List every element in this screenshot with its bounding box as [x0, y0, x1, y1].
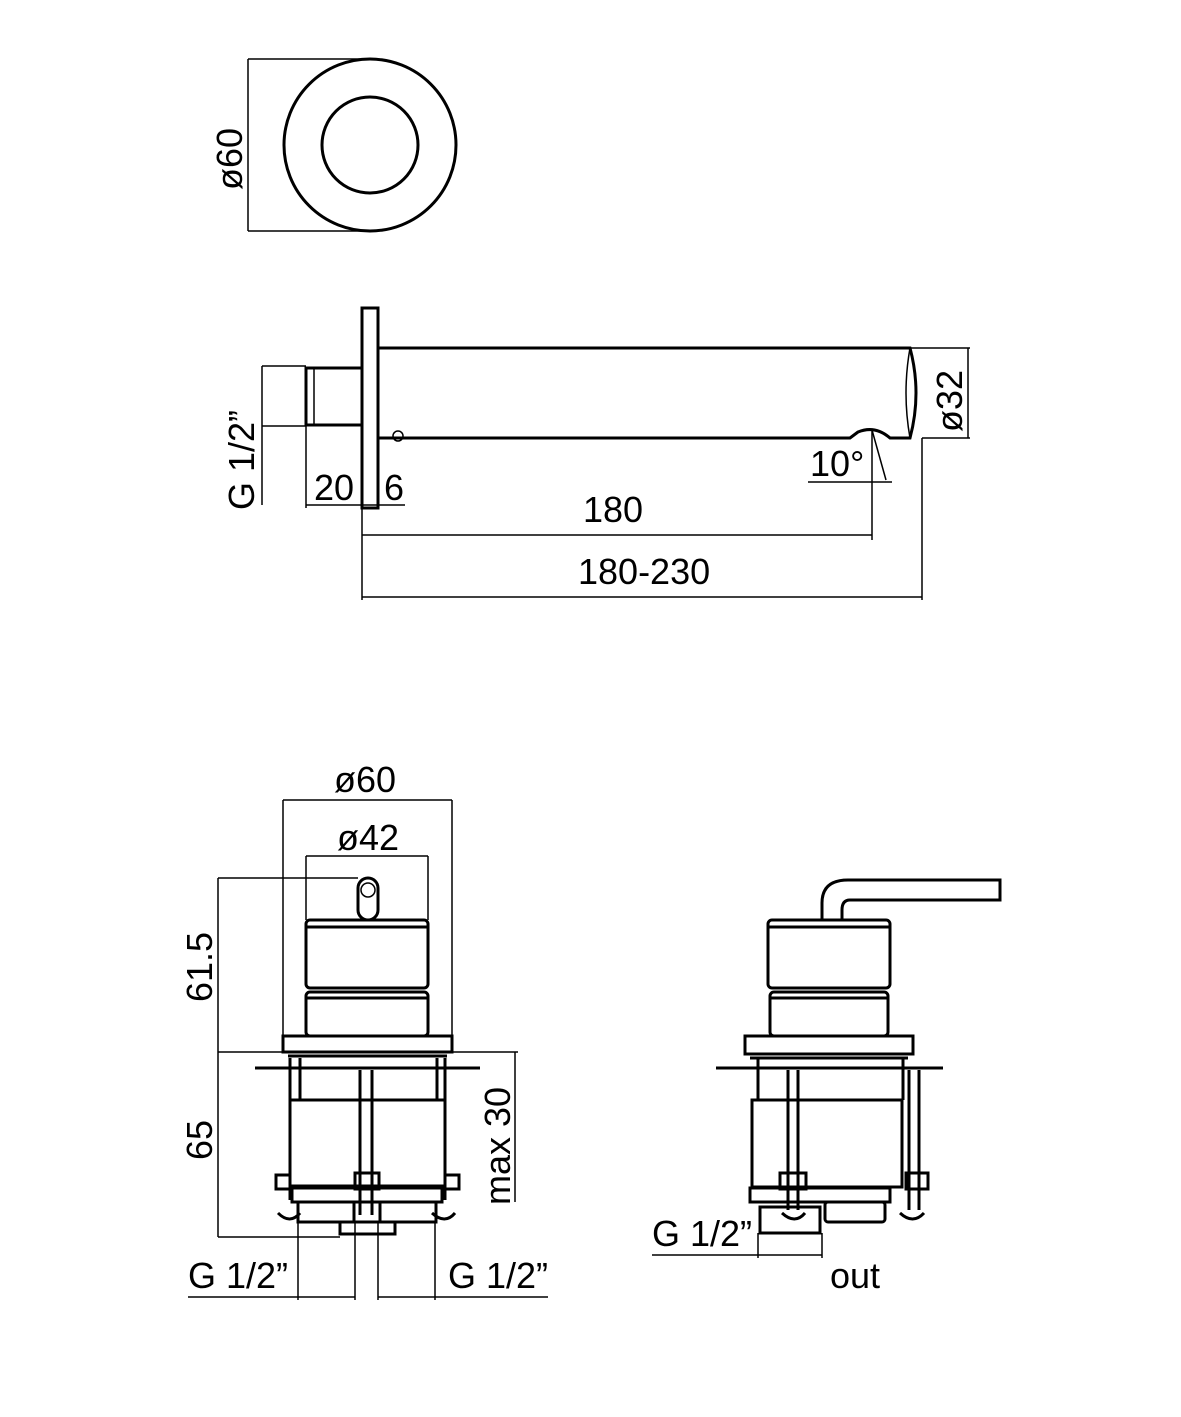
spout-diameter-label: ø32	[929, 370, 970, 432]
wall-depth-label: max 30	[477, 1087, 518, 1205]
outlet-label: out	[830, 1255, 880, 1296]
angle-label: 10°	[810, 443, 864, 484]
spout-top-view: ø60	[209, 57, 458, 233]
inlet-left-label: G 1/2”	[188, 1255, 288, 1296]
plate-thickness-label: 6	[384, 467, 404, 508]
depth-below-label: 65	[179, 1120, 220, 1160]
spout-side-view: G 1/2” 20 6 180 10° 180-230 ø32	[221, 306, 970, 600]
inlet-right-label: G 1/2”	[448, 1255, 548, 1296]
height-above-label: 61.5	[179, 932, 220, 1002]
spout-thread-label: G 1/2”	[221, 410, 262, 510]
mixer-side-view: G 1/2” out	[652, 878, 1002, 1296]
projection-label: 180	[583, 489, 643, 530]
top-diameter-label: ø60	[209, 128, 250, 190]
nipple-length-label: 20	[314, 467, 354, 508]
plate-diameter-label: ø60	[334, 759, 396, 800]
mixer-front-view: ø60 ø42 61.5 65	[179, 759, 548, 1300]
overall-length-label: 180-230	[578, 551, 710, 592]
outlet-thread-label: G 1/2”	[652, 1213, 752, 1254]
cap-diameter-label: ø42	[337, 817, 399, 858]
